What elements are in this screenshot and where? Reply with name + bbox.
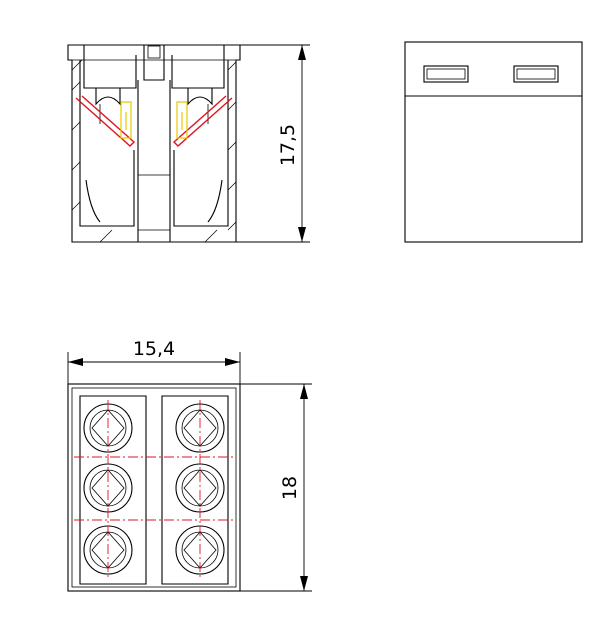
width-dimension-label: 15,4: [133, 338, 175, 360]
right-conductor: [176, 101, 188, 139]
right-contact-spring: [172, 95, 233, 147]
height-dimension: 17,5: [236, 44, 310, 243]
width-dimension: 15,4: [67, 338, 241, 384]
height-dimension-label: 17,5: [277, 124, 299, 166]
top-view: [67, 383, 241, 592]
front-section-view: [67, 44, 241, 243]
left-contact-spring: [75, 95, 136, 147]
depth-dimension: 18: [240, 383, 312, 592]
left-conductor: [120, 101, 132, 139]
depth-dimension-label: 18: [279, 476, 301, 500]
centerlines: [74, 400, 236, 580]
side-view-slot-right: [513, 65, 559, 83]
wall-hatching: [71, 59, 237, 243]
side-view-slot-left: [423, 65, 469, 83]
side-view: [404, 41, 583, 243]
